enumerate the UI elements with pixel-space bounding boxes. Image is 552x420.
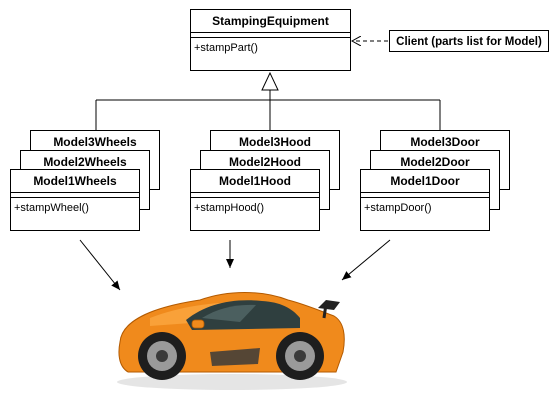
class-model1-wheels[interactable]: Model1Wheels +stampWheel() bbox=[10, 169, 140, 231]
attributes-compartment bbox=[11, 192, 139, 197]
class-name: Model3Hood bbox=[239, 135, 311, 149]
wheels-to-car-arrow bbox=[79, 239, 121, 291]
attributes-compartment bbox=[361, 192, 489, 197]
class-name: Model1Hood bbox=[219, 174, 291, 188]
client-note[interactable]: Client (parts list for Model) bbox=[389, 30, 549, 52]
attributes-compartment bbox=[191, 32, 350, 37]
inheritance-triangle bbox=[261, 71, 279, 91]
class-model1-hood[interactable]: Model1Hood +stampHood() bbox=[190, 169, 320, 231]
class-operation: +stampPart() bbox=[191, 37, 350, 58]
class-name: Model1Door bbox=[390, 174, 460, 188]
class-name: Model3Door bbox=[410, 135, 480, 149]
class-operation: +stampHood() bbox=[191, 197, 319, 218]
class-name: Model2Door bbox=[400, 155, 470, 169]
class-name: Model3Wheels bbox=[53, 135, 137, 149]
class-name: Model2Wheels bbox=[43, 155, 127, 169]
inheritance-connector bbox=[95, 90, 441, 131]
class-name: StampingEquipment bbox=[212, 14, 329, 28]
door-to-car-arrow bbox=[341, 239, 391, 281]
class-name: Model2Hood bbox=[229, 155, 301, 169]
class-model1-door[interactable]: Model1Door +stampDoor() bbox=[360, 169, 490, 231]
class-stamping-equipment[interactable]: StampingEquipment +stampPart() bbox=[190, 9, 351, 71]
class-operation: +stampDoor() bbox=[361, 197, 489, 218]
class-operation: +stampWheel() bbox=[11, 197, 139, 218]
class-name: Model1Wheels bbox=[33, 174, 117, 188]
attributes-compartment bbox=[191, 192, 319, 197]
